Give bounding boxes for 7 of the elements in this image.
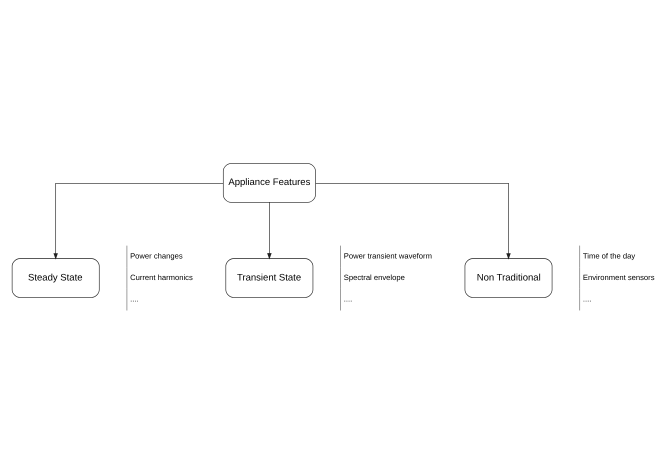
arrow: [315, 182, 511, 260]
arrow: [267, 202, 272, 260]
arrow: [53, 182, 224, 260]
node-box: Appliance Features: [222, 163, 316, 203]
node-box: Steady State: [12, 258, 100, 298]
node-box: Non Traditional: [464, 258, 552, 298]
node-box: Transient State: [226, 258, 314, 298]
